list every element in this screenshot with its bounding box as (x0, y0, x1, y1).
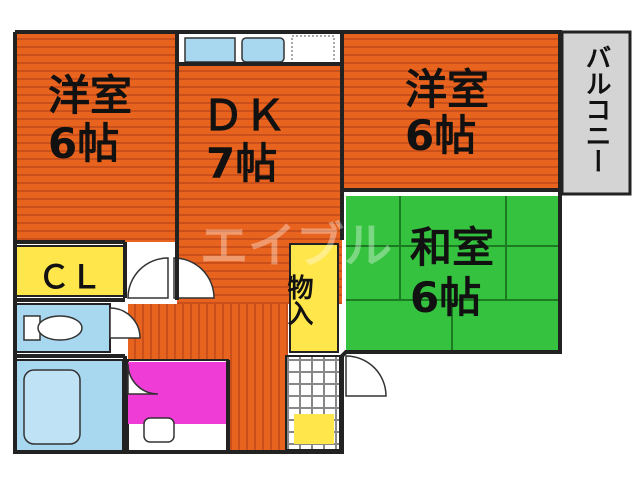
storage-label: 物入 (283, 274, 313, 326)
hallway (128, 304, 288, 450)
western-room-left-size: 6帖 (48, 119, 119, 168)
japanese-room-size: 6帖 (410, 273, 481, 322)
door-swings (109, 257, 387, 397)
washroom (127, 359, 229, 453)
japanese-room (346, 196, 558, 350)
japanese-room-name: 和室 (410, 223, 494, 272)
western-room-left-name: 洋室 (48, 71, 132, 120)
entrance (285, 355, 341, 451)
kitchen-sink (241, 37, 285, 63)
dk-name: ＤＫ (202, 91, 286, 140)
walls (13, 30, 562, 454)
closet (14, 245, 126, 297)
balcony-label: バルコニー (581, 44, 611, 174)
western-room-right-name: 洋室 (405, 65, 489, 114)
western-room-left (15, 32, 177, 242)
western-room-right-size: 6帖 (405, 111, 476, 160)
kitchen-stove (291, 35, 335, 65)
toilet (14, 303, 111, 353)
western-room-right (342, 32, 560, 190)
dk-size: 7帖 (206, 139, 277, 188)
kitchen-counter (184, 37, 236, 63)
watermark: エイブル (200, 218, 392, 274)
bathroom (14, 359, 124, 453)
storage (289, 243, 339, 353)
closet-label: ＣＬ (38, 258, 102, 296)
